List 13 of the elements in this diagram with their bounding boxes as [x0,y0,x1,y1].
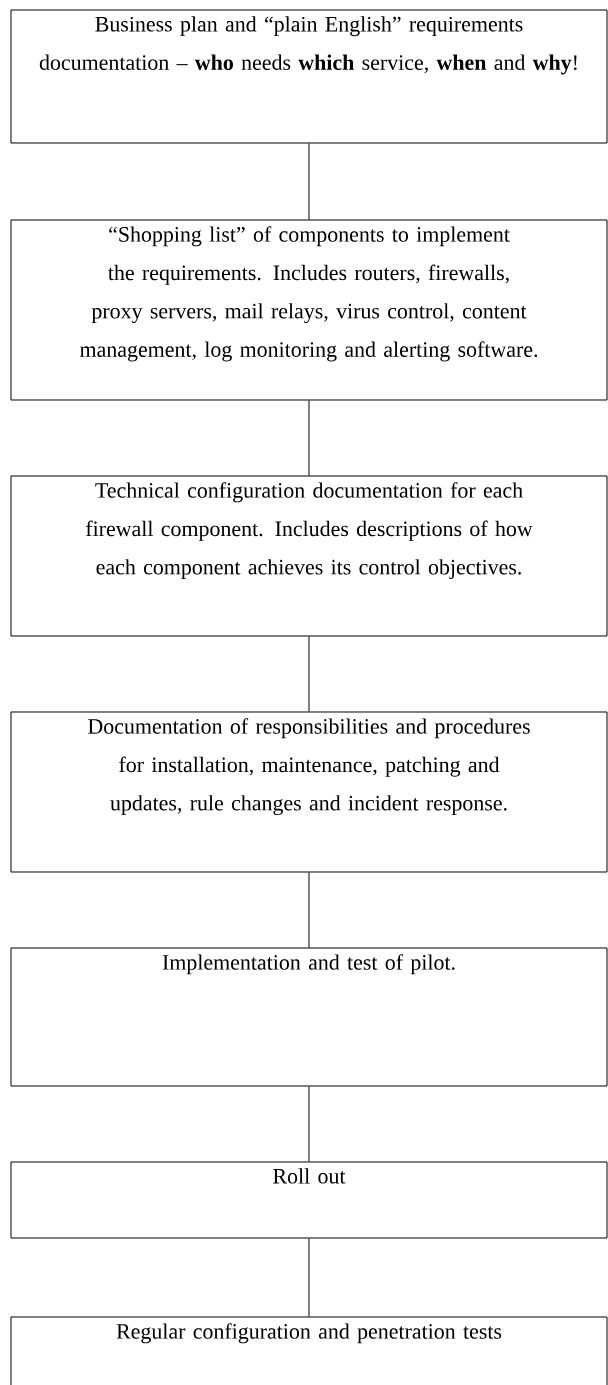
connector-line [308,872,310,948]
process-box: Documentation of responsibilities and procedures for installation, maintenance, patching and updates, rule changes and incident response. [10,711,608,873]
connector-line [308,143,310,220]
process-box: Regular configuration and penetration tests [10,1316,608,1385]
process-box: “Shopping list” of components to implement the requirements. Includes routers, firewalls, proxy servers, mail relays, virus control, content management, log monitoring and alerting software. [10,219,608,401]
connector-line [308,400,310,476]
connector-line [308,1086,310,1162]
process-box: Business plan and “plain English” requirements documentation – who needs which service, when and why! [10,9,608,144]
connector-line [308,1238,310,1317]
process-box: Implementation and test of pilot. [10,947,608,1087]
process-box: Roll out [10,1161,608,1239]
connector-line [308,636,310,712]
process-box: Technical configuration documentation for each firewall component. Includes descriptions of how each component achieves its control objectives. [10,475,608,637]
